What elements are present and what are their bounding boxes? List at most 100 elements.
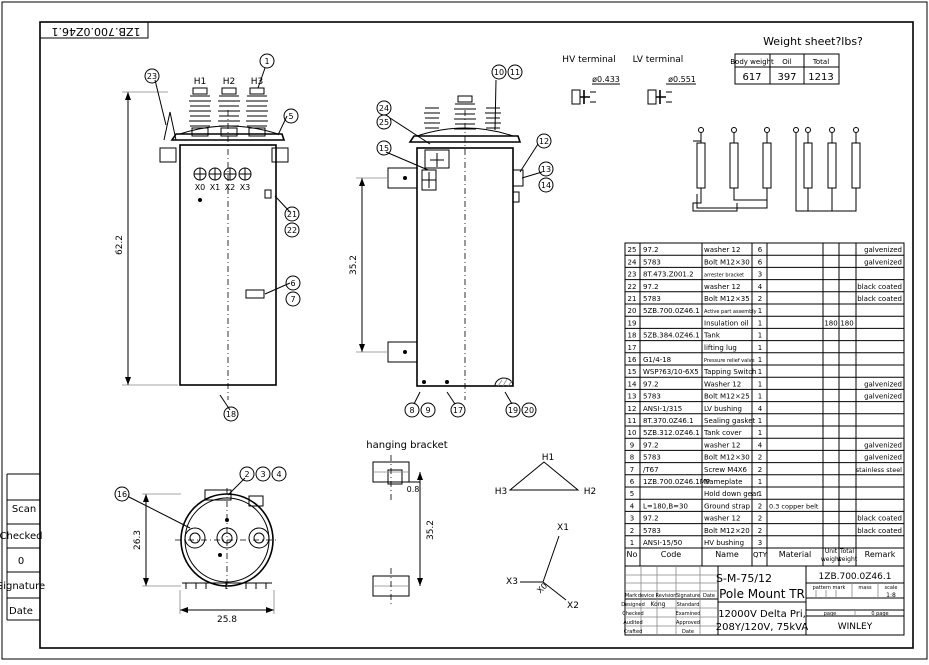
delta-label-h3: H3 <box>495 487 508 497</box>
hanging-bracket-small-dim: 0.8 <box>407 485 420 494</box>
bom-cell: 1ZB.700.0Z46.1MP <box>643 478 710 486</box>
date-label: Date <box>9 606 33 617</box>
bom-cell: Bolt M12×20 <box>704 527 750 535</box>
bom-cell: 4 <box>758 441 763 449</box>
bom-cell: black coated <box>857 295 902 303</box>
bom-cell: 2 <box>630 527 634 535</box>
bom-header-total-l1: Total <box>839 548 854 555</box>
callout-6: 6 <box>290 279 295 288</box>
tb-role-date: Date <box>682 629 694 635</box>
bom-cell: stainless steel <box>856 466 902 474</box>
hanging-bracket-vert-dim: 35.2 <box>426 520 436 540</box>
tb-page-right: 0 page <box>871 611 888 617</box>
callout-3: 3 <box>260 470 265 479</box>
inner-border <box>39 21 914 649</box>
tb-pattern-mark: pattern mark <box>813 585 846 591</box>
bom-cell: Sealing gasket <box>704 417 756 425</box>
callout-7: 7 <box>290 295 295 304</box>
bom-cell: Bolt M12×25 <box>704 393 750 401</box>
bom-cell: 20 <box>628 307 637 315</box>
bom-cell: washer 12 <box>704 283 740 291</box>
left-label-block: Scan Checked 0 Signature Date <box>0 473 45 621</box>
checked-label: Checked <box>0 531 42 542</box>
bom-cell: 5783 <box>643 527 661 535</box>
lv-terminal-label: LV terminal <box>633 55 684 65</box>
bottom-view: 25.8 26.3 <box>128 477 279 625</box>
title-block: Mark device Revision Signature Date Desi… <box>621 565 905 636</box>
bottom-height-dim: 26.3 <box>133 530 143 550</box>
lv-terminal-icon <box>647 83 696 105</box>
bom-cell: HV bushing <box>704 539 744 547</box>
bom-cell: 4 <box>758 283 763 291</box>
front-label-h2: H2 <box>223 77 236 87</box>
tb-company: WINLEY <box>838 622 873 632</box>
callout-21: 21 <box>287 210 297 219</box>
bom-header-unit-l2: weight <box>821 556 842 563</box>
tb-head-mark: Mark <box>625 593 637 599</box>
front-height-dim: 62.2 <box>115 235 125 255</box>
bom-cell: 6 <box>758 258 763 266</box>
weight-header-oil: Oil <box>782 58 791 66</box>
bom-cell: 1 <box>758 429 762 437</box>
bom-cell: 1 <box>758 380 762 388</box>
tb-role-checked: Checked <box>622 611 643 617</box>
tb-head-revision: Revision <box>656 593 677 599</box>
bom-cell: 5 <box>630 490 634 498</box>
bom-cell: galvenized <box>864 258 902 266</box>
bom-cell: 19 <box>628 319 637 327</box>
tb-role-audited: Audited <box>623 620 642 626</box>
front-callouts: 23 1 5 21 22 6 7 18 <box>144 53 301 422</box>
weight-header-body: Body weight <box>730 58 774 66</box>
bottom-callouts: 16 2 3 4 <box>114 466 287 502</box>
bom-cell: 5ZB.384.0Z46.1 <box>643 332 700 340</box>
tb-scale-value: 1:8 <box>886 592 896 599</box>
bom-cell: 22 <box>628 283 637 291</box>
bom-cell: 14 <box>628 380 637 388</box>
callout-12: 12 <box>539 137 549 146</box>
weight-value-oil: 397 <box>777 72 796 83</box>
bom-cell: Tank <box>703 332 721 340</box>
front-view: H1 H2 H3 X0 X1 X2 X3 62.2 <box>115 67 291 411</box>
bom-cell: Hold down gear <box>704 490 759 498</box>
bom-cell: 12 <box>628 405 637 413</box>
bom-cell: 1 <box>758 356 762 364</box>
lv-terminal-dim: ø0.551 <box>668 75 696 84</box>
bom-cell: ANSI-1/315 <box>643 405 682 413</box>
bom-cell: L=180,B=30 <box>643 502 688 510</box>
tb-name-designed: Kong <box>651 601 666 608</box>
bom-cell: 24 <box>628 258 637 266</box>
bom-cell: 5ZB.700.0Z46.1 <box>643 307 700 315</box>
bom-cell: Active part assembly <box>704 309 757 315</box>
bom-cell: washer 12 <box>704 441 740 449</box>
bom-cell: 5ZB.312.0Z46.1 <box>643 429 700 437</box>
bom-header-material: Material <box>779 550 812 559</box>
terminals: HV terminal LV terminal ø0.433 ø0.551 <box>562 55 696 105</box>
callout-10: 10 <box>494 68 504 77</box>
bom-cell: 97.2 <box>643 283 659 291</box>
bom-cell: Tapping Switch <box>703 368 757 376</box>
rotated-drawing-number: 1ZB.700.0Z46.1 <box>51 25 140 38</box>
bom-cell: 21 <box>628 295 637 303</box>
bom-header-remark: Remark <box>865 550 896 559</box>
scan-label: Scan <box>12 504 36 515</box>
bom-cell: 180 <box>824 319 837 327</box>
bom-header-no: No <box>627 550 638 559</box>
bom-cell: LV bushing <box>704 405 742 413</box>
tb-page-left: page <box>824 611 837 617</box>
tb-spec-line1: 12000V Delta Pri, <box>718 609 806 620</box>
callout-18: 18 <box>226 410 236 419</box>
star-label-x2: X2 <box>567 601 579 611</box>
bom-cell: Bolt M12×30 <box>704 258 750 266</box>
bom-cell: 3 <box>758 271 762 279</box>
front-label-h3: H3 <box>251 77 264 87</box>
bom-cell: 1 <box>758 332 762 340</box>
rotated-drawing-number-box: 1ZB.700.0Z46.1 <box>39 21 149 39</box>
bom-cell: 5783 <box>643 454 661 462</box>
tb-head-device: device <box>638 593 654 599</box>
front-hv-bushings <box>189 87 268 137</box>
bom-cell: 8 <box>630 454 634 462</box>
callout-9: 9 <box>425 406 430 415</box>
bom-cell: Tank cover <box>703 429 742 437</box>
